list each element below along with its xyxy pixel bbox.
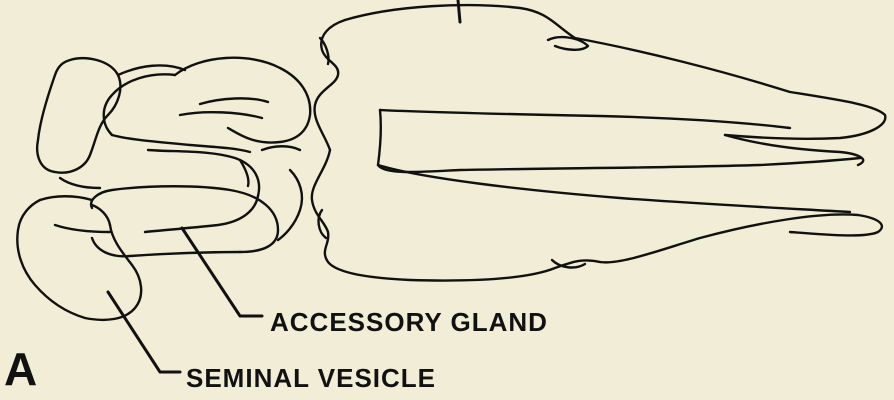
main-gland-outline [312,5,885,280]
seminal-vesicle-label: SEMINAL VESICLE [186,363,436,394]
seminal-vesicle-outline [17,58,185,320]
accessory-gland-leader-line [182,228,262,316]
accessory-gland-outline [91,58,310,257]
top-leader-line [458,0,460,22]
seminal-vesicle-leader-line [108,292,180,372]
accessory-gland-label: ACCESSORY GLAND [270,307,548,338]
panel-letter: A [4,346,37,392]
